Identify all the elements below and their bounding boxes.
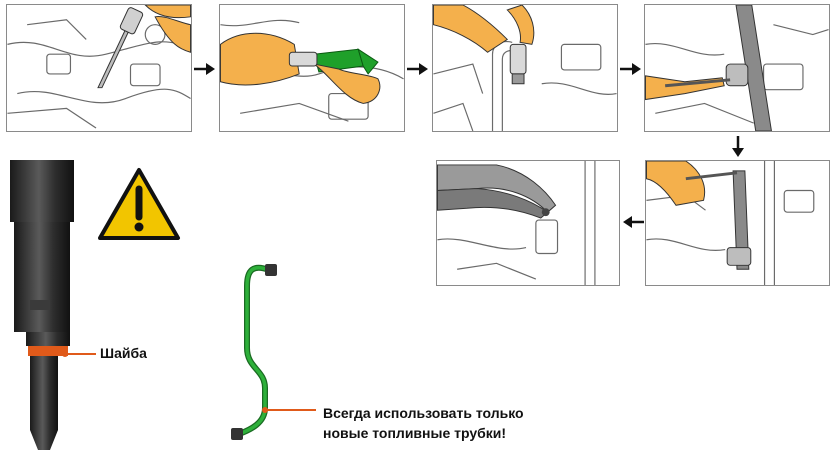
step-6-panel [436, 160, 620, 286]
step-6-illustration [437, 161, 596, 285]
step-4-illustration [645, 5, 829, 131]
step-1-panel [6, 4, 192, 132]
step-5-panel [645, 160, 830, 286]
step-2-panel [219, 4, 405, 132]
arrow-icon [620, 63, 641, 75]
step-1-illustration [7, 5, 191, 129]
step-2-illustration [220, 19, 404, 122]
washer-label: Шайба [100, 345, 147, 361]
arrow-icon [732, 136, 744, 157]
pipe-callout-dot [262, 407, 268, 413]
step-3-illustration [433, 5, 617, 131]
step-3-panel [432, 4, 618, 132]
injector-illustration [10, 160, 74, 450]
step-5-illustration [646, 161, 815, 285]
fuel-pipe-illustration [231, 264, 277, 440]
pipe-note-line-1: Всегда использовать только [323, 405, 524, 421]
pipe-note-line-2: новые топливные трубки! [323, 425, 507, 441]
washer-callout-dot [62, 351, 68, 357]
arrow-icon [407, 63, 428, 75]
arrow-icon [194, 63, 215, 75]
arrow-icon [623, 216, 644, 228]
pipe-leader-line [266, 409, 316, 411]
washer-leader-line [66, 353, 96, 355]
warning-triangle-icon [98, 168, 180, 240]
step-4-panel [644, 4, 830, 132]
